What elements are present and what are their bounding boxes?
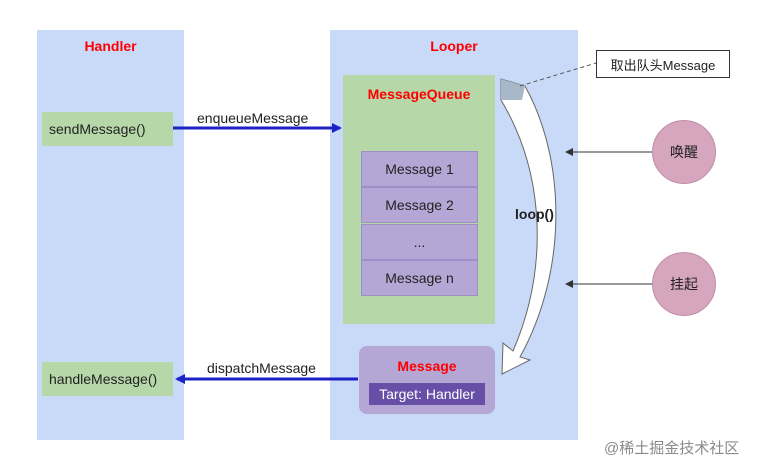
enqueue-label: enqueueMessage xyxy=(197,110,309,126)
watermark: @稀土掘金技术社区 xyxy=(604,440,740,457)
handle-message-node: handleMessage() xyxy=(42,362,173,396)
loop-label: loop() xyxy=(515,206,554,222)
looper-title: Looper xyxy=(430,38,478,54)
suspend-circle: 挂起 xyxy=(652,252,716,316)
queue-message-1: Message 1 xyxy=(361,151,478,187)
loop-curve-arrow xyxy=(500,78,557,375)
handler-title: Handler xyxy=(84,38,137,54)
wake-circle: 唤醒 xyxy=(652,120,716,184)
send-message-node: sendMessage() xyxy=(42,112,173,146)
queue-message-2: Message 2 xyxy=(361,187,478,223)
queue-message-n: Message n xyxy=(361,260,478,296)
callout-leader xyxy=(519,62,597,87)
dequeue-callout: 取出队头Message xyxy=(596,50,730,78)
queue-message-ellipsis: ... xyxy=(361,224,478,260)
message-target: Target: Handler xyxy=(369,383,485,405)
message-node-title: Message xyxy=(397,358,457,374)
dispatch-label: dispatchMessage xyxy=(207,360,316,376)
message-queue-title: MessageQueue xyxy=(367,86,471,102)
